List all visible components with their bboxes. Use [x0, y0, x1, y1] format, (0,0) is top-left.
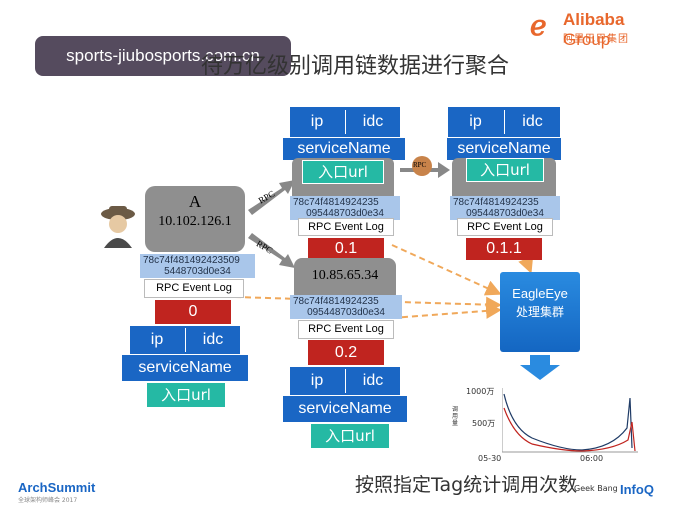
- node-mb-ip-cell: ip: [310, 372, 324, 389]
- mini-chart-ylabel: 调用量: [452, 406, 459, 427]
- mini-chart-ymid: 500万: [472, 419, 496, 428]
- logo-cn: 阿里巴巴集团: [563, 34, 629, 45]
- eagleeye-cluster: EagleEye 处理集群: [500, 272, 580, 352]
- rpc-circle: [412, 156, 432, 176]
- archsummit-logo: ArchSummit 全球架构师峰会 2017: [18, 480, 108, 504]
- node-a-service: serviceName: [122, 355, 248, 381]
- node-a-hash-line1: 78c74f481492423509: [143, 255, 240, 266]
- node-mb-idc-cell: idc: [362, 372, 384, 389]
- node-a-service-name: serviceName: [138, 359, 232, 376]
- node-mb-entry: 入口url: [310, 423, 390, 449]
- node-r-service: serviceName: [447, 138, 561, 160]
- node-r-hash-line1: 78c74f4814924235: [453, 197, 539, 208]
- node-mt-hash-line2: 095448703d0e34: [306, 208, 384, 219]
- footer-caption: 按照指定Tag统计调用次数: [355, 474, 578, 496]
- node-a-ip: 10.102.126.1: [158, 214, 232, 229]
- archsummit-word: ArchSummit: [18, 480, 96, 495]
- node-r-service-name: serviceName: [457, 140, 551, 157]
- node-r-divider: [504, 110, 505, 134]
- logo-group: Group: [563, 30, 611, 49]
- mini-chart-ytop: 1000万: [466, 387, 495, 396]
- node-mb-ip: 10.85.65.34: [311, 268, 379, 283]
- mini-chart-plot: [502, 388, 638, 453]
- node-a-rpc-id: 0: [155, 300, 231, 324]
- node-mb-rpc-id: 0.2: [308, 340, 384, 365]
- mini-chart-line-dark: [503, 393, 633, 451]
- node-mb-hash: 78c74f4814924235 095448703d0e34: [290, 295, 402, 319]
- node-a-box: A 10.102.126.1: [145, 186, 245, 252]
- eagleeye-down-arrow: [520, 355, 560, 380]
- node-a-entry: 入口url: [146, 382, 226, 408]
- node-mt-rpc-id: 0.1: [308, 238, 384, 260]
- infoq-logo: InfoQ: [620, 482, 654, 497]
- logo-wordmark: Alibaba Group: [563, 10, 670, 50]
- node-mt-entry: 入口url: [302, 160, 384, 184]
- node-mb-box: 10.85.65.34: [294, 258, 396, 302]
- node-r-ip-idc: ip idc: [448, 107, 560, 137]
- mini-chart-xleft: 05-30: [478, 454, 502, 463]
- node-mb-ip-idc: ip idc: [290, 367, 400, 395]
- node-mb-rpc-log: RPC Event Log: [298, 320, 394, 339]
- rpc-arrow-down: [248, 233, 295, 268]
- node-mt-hash: 78c74f4814924235 095448703d0e34: [290, 196, 400, 220]
- user-detective-icon: [101, 206, 135, 248]
- mini-chart-xmid: 06:00: [580, 454, 604, 463]
- logo-brand: Alibaba: [563, 10, 625, 29]
- geekbang-logo: Geek Bang: [574, 484, 618, 493]
- node-mt-ip-idc: ip idc: [290, 107, 400, 137]
- node-mt-hash-line1: 78c74f4814924235: [293, 197, 379, 208]
- page-title: 待万亿级别调用链数据进行聚合: [200, 54, 509, 79]
- node-r-rpc-id: 0.1.1: [466, 238, 542, 260]
- node-a-ip-idc: ip idc: [130, 326, 240, 354]
- node-a-rpc-log: RPC Event Log: [144, 279, 244, 298]
- node-mt-idc-cell: idc: [362, 113, 384, 130]
- node-a-ip-cell: ip: [150, 331, 164, 348]
- node-mt-service-name: serviceName: [297, 140, 391, 157]
- node-a-idc-cell: idc: [202, 331, 224, 348]
- dashed-line-mid-bottom: [391, 302, 502, 319]
- node-mt-service: serviceName: [283, 138, 405, 160]
- node-a-divider: [185, 328, 186, 352]
- node-r-hash-line2: 095448703d0e34: [466, 208, 544, 219]
- mini-chart-line-red: [503, 407, 636, 452]
- node-mb-service-name: serviceName: [298, 400, 392, 417]
- node-a-hash-line2: 5448703d0e34: [164, 266, 231, 277]
- mini-chart: 1000万 500万 调用量 05-30 06:00: [448, 382, 648, 474]
- node-mb-hash-line2: 095448703d0e34: [307, 307, 385, 318]
- alibaba-mark-icon: ℯ: [530, 11, 547, 42]
- node-mb-hash-line1: 78c74f4814924235: [293, 296, 379, 307]
- node-r-rpc-log: RPC Event Log: [457, 218, 553, 236]
- alibaba-logo: ℯ Alibaba Group 阿里巴巴集团: [530, 10, 670, 49]
- node-mt-rpc-log: RPC Event Log: [298, 218, 394, 236]
- eagleeye-line1: EagleEye: [512, 286, 568, 301]
- archsummit-sub: 全球架构师峰会 2017: [18, 497, 78, 504]
- eagleeye-line2: 处理集群: [515, 305, 564, 319]
- node-r-ip-cell: ip: [469, 113, 482, 130]
- node-mt-divider: [345, 110, 346, 134]
- node-mt-ip-cell: ip: [310, 113, 324, 130]
- node-mb-service: serviceName: [283, 396, 407, 422]
- node-mb-divider: [345, 369, 346, 393]
- node-r-entry: 入口url: [466, 158, 544, 182]
- rpc-label-right: RPC: [413, 161, 427, 169]
- site-overlay-banner[interactable]: sports-jiubosports.com.cn: [35, 36, 291, 76]
- node-r-idc-cell: idc: [522, 113, 543, 130]
- rpc-arrow-up: [248, 180, 295, 215]
- node-r-hash: 78c74f4814924235 095448703d0e34: [450, 196, 560, 220]
- node-a-hash: 78c74f481492423509 5448703d0e34: [140, 254, 255, 278]
- node-a-label: A: [188, 192, 202, 211]
